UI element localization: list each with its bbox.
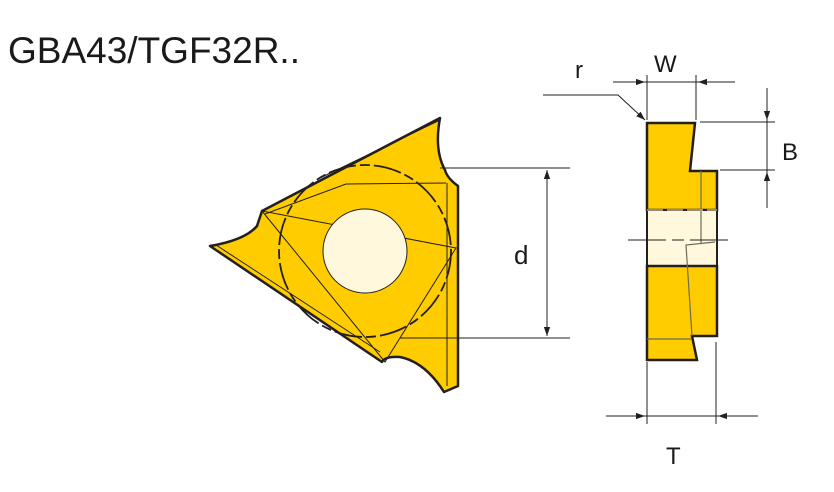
side-view-insert (628, 121, 732, 362)
front-view-insert (208, 116, 460, 394)
dimension-r: r (543, 57, 646, 121)
label-b: B (782, 139, 798, 166)
label-t: T (666, 443, 681, 470)
diagram-title: GBA43/TGF32R.. (8, 30, 300, 71)
dimension-d: d (400, 167, 570, 339)
label-r: r (575, 57, 583, 84)
dimension-t: T (606, 342, 758, 470)
inscribed-circle (278, 164, 452, 338)
label-w: W (654, 51, 677, 78)
dimension-b: B (700, 88, 798, 208)
dimension-w: W (613, 51, 735, 120)
center-hole (322, 208, 408, 294)
label-d: d (514, 240, 528, 270)
